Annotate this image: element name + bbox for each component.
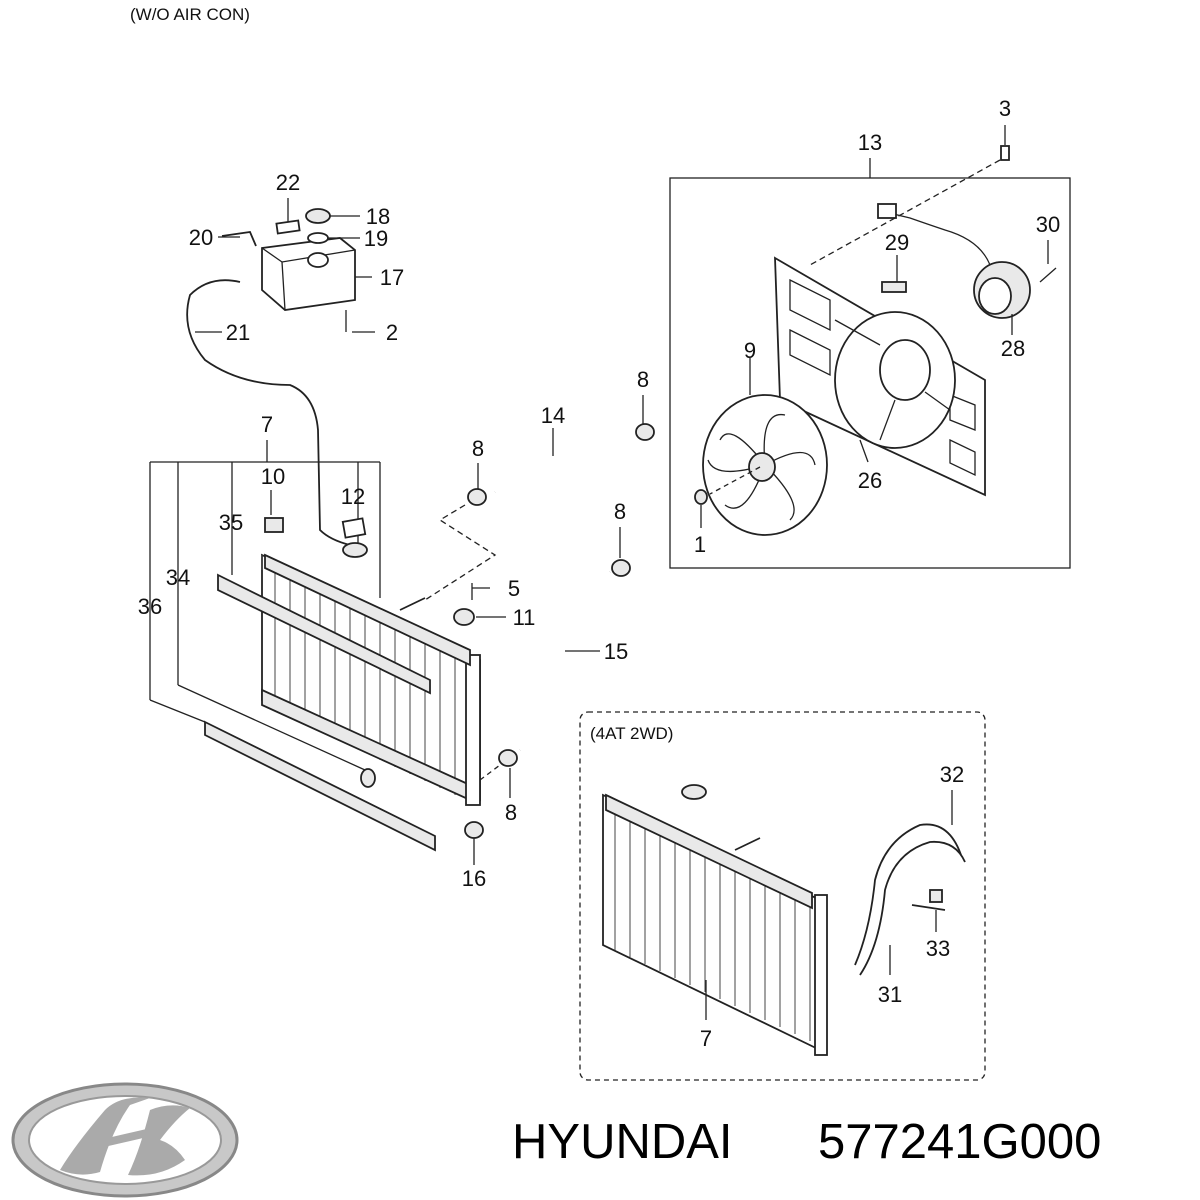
variant-radiator-core — [602, 793, 821, 1052]
callout-8-upper-right: 8 — [637, 367, 649, 392]
callout-32: 32 — [940, 762, 964, 787]
callout-22: 22 — [276, 170, 300, 195]
oil-cooler-hose-32 — [859, 840, 966, 976]
hyundai-logo-icon — [11, 1082, 239, 1198]
callout-8-lower-top: 8 — [614, 499, 626, 524]
callout-11: 11 — [513, 605, 536, 630]
coolant-reservoir-tank — [261, 237, 356, 311]
hose-clamp-8a — [467, 488, 487, 506]
callout-33: 33 — [926, 936, 950, 961]
callout-8-upper-left: 8 — [472, 436, 484, 461]
radiator-mount-bracket — [453, 608, 475, 626]
variant-frame — [579, 711, 986, 1081]
overflow-hose-20 — [221, 231, 257, 247]
callout-21: 21 — [226, 320, 250, 345]
callout-9: 9 — [744, 338, 756, 363]
fan-nut — [694, 489, 708, 505]
reservoir-label — [275, 219, 301, 235]
callout-5: 5 — [508, 576, 520, 601]
variant-4at-2wd-group: (4AT 2WD) — [579, 711, 986, 1081]
main-radiator-group — [149, 440, 506, 865]
cap-seal — [307, 232, 329, 244]
callout-18: 18 — [366, 204, 390, 229]
callout-2: 2 — [386, 320, 398, 345]
reservoir-cap — [305, 208, 331, 224]
radiator-core — [261, 553, 481, 802]
upper-hose-group — [424, 395, 655, 601]
callout-8-lower-bottom: 8 — [505, 800, 517, 825]
callout-16: 16 — [462, 866, 486, 891]
air-guard-35 — [217, 573, 431, 695]
callout-28: 28 — [1001, 336, 1025, 361]
callout-14: 14 — [541, 403, 565, 428]
callout-1: 1 — [694, 532, 706, 557]
caption-without-air-con: (W/O AIR CON) — [130, 5, 250, 24]
hose-clip-33 — [911, 904, 946, 911]
callout-30: 30 — [1036, 212, 1060, 237]
callout-36: 36 — [138, 594, 162, 619]
hose-clamp-8d — [498, 749, 518, 767]
callout-7-main: 7 — [261, 412, 273, 437]
overflow-hose-21 — [186, 279, 351, 546]
brand-name: HYUNDAI — [512, 1115, 733, 1169]
caption-4at-2wd: (4AT 2WD) — [590, 724, 673, 743]
lower-hose-group — [479, 527, 631, 798]
fan-label-tag — [881, 281, 907, 293]
radiator-label-12 — [341, 517, 367, 539]
callout-17: 17 — [380, 265, 404, 290]
air-guard-36 — [204, 720, 436, 852]
bolt-30 — [1039, 267, 1057, 283]
callout-15: 15 — [604, 639, 628, 664]
part-number: 577241G000 — [818, 1115, 1101, 1169]
bolt-3 — [1000, 145, 1010, 161]
callout-34: 34 — [166, 565, 190, 590]
callout-29: 29 — [885, 230, 909, 255]
callout-13: 13 — [858, 130, 882, 155]
radiator-upper-tank — [264, 553, 471, 667]
callout-labels: 3 13 30 29 28 9 26 1 22 18 20 19 17 2 21… — [138, 96, 1060, 1051]
callout-12: 12 — [341, 484, 365, 509]
radiator-bracket — [264, 517, 284, 533]
hose-clamp-8c — [611, 559, 631, 577]
fan-assembly-group — [669, 125, 1071, 569]
callout-35: 35 — [219, 510, 243, 535]
radiator-insulator — [464, 821, 484, 839]
callout-7-variant: 7 — [700, 1026, 712, 1051]
callout-20: 20 — [189, 225, 213, 250]
coolant-reservoir-group — [186, 198, 375, 546]
callout-3: 3 — [999, 96, 1011, 121]
callout-31: 31 — [878, 982, 902, 1007]
callout-26: 26 — [858, 468, 882, 493]
fan-connector — [877, 203, 897, 219]
radiator-cap — [342, 542, 368, 558]
variant-radiator-cap — [681, 784, 707, 800]
hose-clamp-8b — [635, 423, 655, 441]
callout-10: 10 — [261, 464, 285, 489]
callout-19: 19 — [364, 226, 388, 251]
